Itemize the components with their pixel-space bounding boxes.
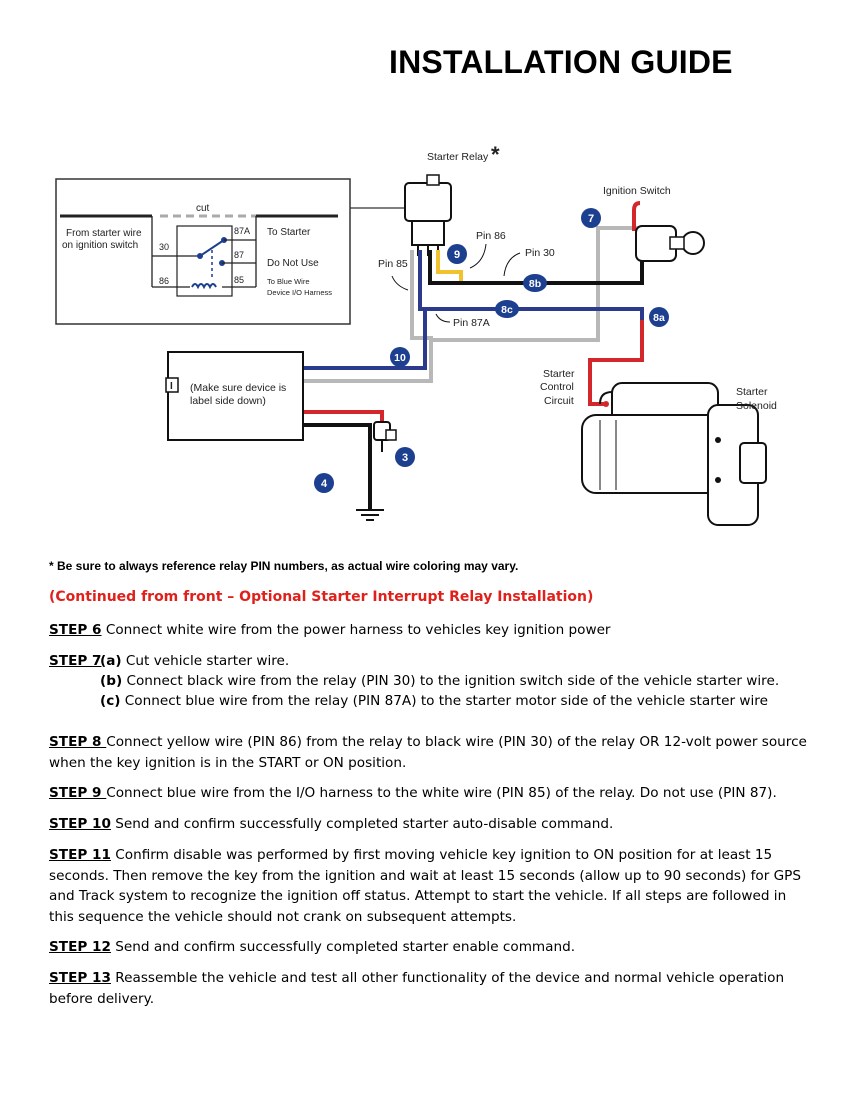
device-note-2: label side down) [190,395,266,407]
step-10-text: Send and confirm successfully completed … [110,816,614,832]
relay-asterisk: * [491,142,500,167]
step-11-label: STEP 11 [49,847,111,863]
ground-symbol [356,509,384,521]
step-7a-key: (a) [100,653,122,669]
step-8-label: STEP 8 [49,734,107,750]
inset-cut-label: cut [196,203,210,214]
badge-4: 4 [321,478,328,490]
starter-relay-label: Starter Relay [427,151,489,163]
step-11-text: Confirm disable was performed by first m… [49,847,801,925]
step-6-label: STEP 6 [49,622,102,638]
step-8: STEP 8 Connect yellow wire (PIN 86) from… [49,732,809,773]
step-11: STEP 11 Confirm disable was performed by… [49,845,809,927]
inset-to-starter: To Starter [267,227,311,238]
step-6-text: Connect white wire from the power harnes… [101,622,611,638]
badge-8a: 8a [653,312,665,324]
inset-pin87a: 87A [234,226,250,236]
step-7a-text: Cut vehicle starter wire. [121,653,290,669]
device-port-icon: I [170,381,173,392]
inset-pin85: 85 [234,275,244,285]
step-7c: (c) Connect blue wire from the relay (PI… [100,691,768,712]
step-7b-text: Connect black wire from the relay (PIN 3… [122,673,780,689]
step-9: STEP 9 Connect blue wire from the I/O ha… [49,783,809,804]
step-10-label: STEP 10 [49,816,111,832]
inset-from-wire-1: From starter wire [66,228,142,239]
step-7c-key: (c) [100,693,121,709]
step-7b: (b) Connect black wire from the relay (P… [100,671,779,692]
step-7b-key: (b) [100,673,123,689]
step-13-text: Reassemble the vehicle and test all othe… [49,970,785,1007]
step-13: STEP 13 Reassemble the vehicle and test … [49,968,809,1009]
tracking-device: I (Make sure device is label side down) [165,351,304,441]
step-8-text: Connect yellow wire (PIN 86) from the re… [49,734,807,771]
starter-solenoid-2: Solenoid [736,400,777,412]
step-7: STEP 7 [49,651,809,672]
step-13-label: STEP 13 [49,970,111,986]
step-9-text: Connect blue wire from the I/O harness t… [106,785,777,801]
starter-control-1: Starter [543,368,575,380]
pin86-label: Pin 86 [476,230,506,242]
badge-8b: 8b [529,278,541,290]
inset-from-wire-2: on ignition switch [62,240,138,251]
inset-do-not-use: Do Not Use [267,258,319,269]
badge-10: 10 [394,352,406,364]
starter-control-2: Control [540,381,574,393]
step-7c-text: Connect blue wire from the relay (PIN 87… [120,693,768,709]
step-7a: (a) Cut vehicle starter wire. [100,651,289,672]
starter-relay [404,174,452,256]
inset-pin86: 86 [159,276,169,286]
step-12: STEP 12 Send and confirm successfully co… [49,937,809,958]
starter-control-3: Circuit [544,395,574,407]
relay-schematic-inset: cut From starter wire on ignition switch… [55,178,405,325]
step-9-label: STEP 9 [49,785,107,801]
device-note-1: (Make sure device is [190,382,286,394]
inset-to-blue-2: Device I/O Harness [267,288,332,297]
badge-3: 3 [402,452,408,464]
page-title: INSTALLATION GUIDE [389,44,733,80]
pin30-label: Pin 30 [525,247,555,259]
badge-8c: 8c [501,304,513,316]
step-12-text: Send and confirm successfully completed … [110,939,576,955]
badge-9: 9 [454,249,460,261]
ignition-switch [635,225,705,283]
wiring-diagram: cut From starter wire on ignition switch… [55,142,777,526]
starter-solenoid-1: Starter [736,386,768,398]
step-10: STEP 10 Send and confirm successfully co… [49,814,809,835]
step-12-label: STEP 12 [49,939,111,955]
inset-pin87: 87 [234,250,244,260]
step-badges: 7 9 8b 8c 8a 10 3 4 [314,208,669,493]
step-6: STEP 6 Connect white wire from the power… [49,620,809,641]
starter-motor [581,382,767,526]
badge-7: 7 [588,213,594,225]
inset-to-blue-1: To Blue Wire [267,277,310,286]
continued-heading: (Continued from front – Optional Starter… [49,589,594,605]
pin85-label: Pin 85 [378,258,408,270]
inset-pin30: 30 [159,242,169,252]
ignition-switch-label: Ignition Switch [603,185,671,197]
fuse-holder [373,421,397,452]
pin-reference-note: * Be sure to always reference relay PIN … [49,559,519,573]
step-7-label: STEP 7 [49,653,102,669]
pin87a-label: Pin 87A [453,317,490,329]
